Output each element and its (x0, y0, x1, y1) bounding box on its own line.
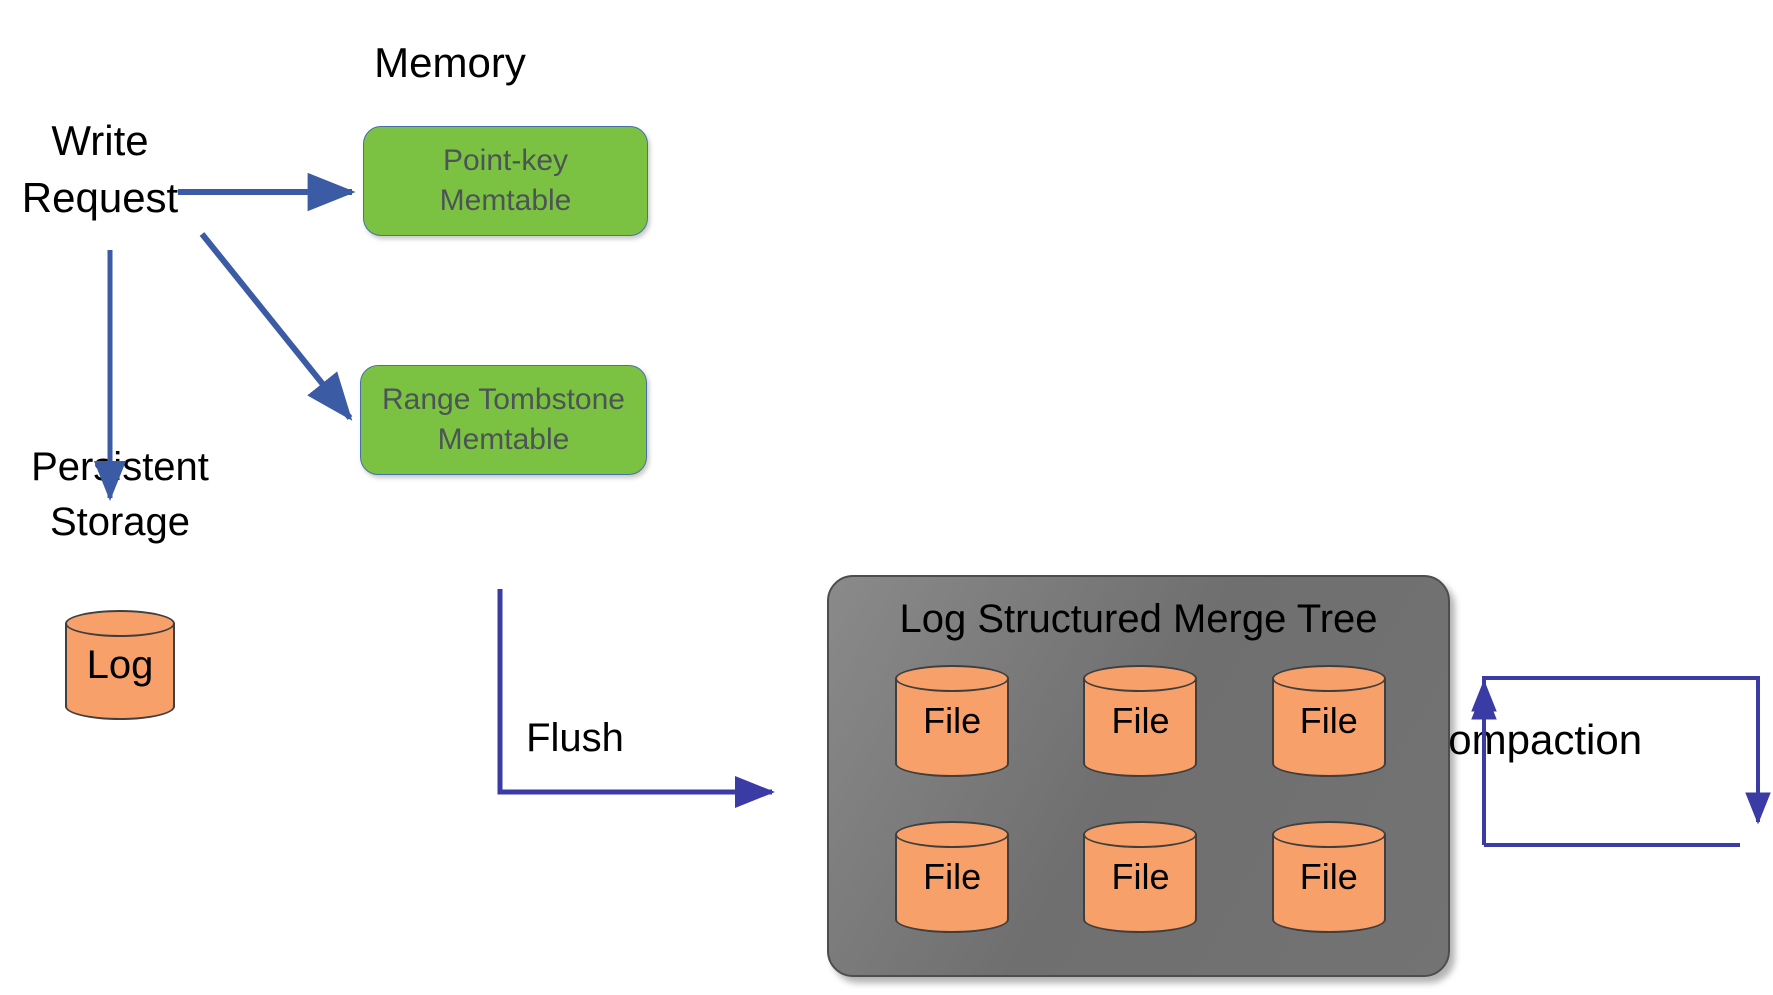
file-cylinder[interactable]: File (1271, 821, 1386, 933)
file-label: File (1299, 856, 1358, 897)
lsm-tree-title: Log Structured Merge Tree (899, 597, 1378, 641)
cylinder-top-ellipse (895, 665, 1010, 692)
flush-label: Flush (526, 716, 624, 760)
cylinder-body (1083, 678, 1198, 764)
memory-label: Memory (374, 39, 526, 86)
lsm-tree-container[interactable]: Log Structured Merge Tree File File File (827, 575, 1450, 977)
log-label: Log (86, 642, 154, 687)
persistent-storage-label: Persistent Storage (31, 445, 209, 545)
cylinder-top-ellipse (1083, 665, 1198, 692)
arrow-write-to-range-tombstone-memtable (199, 232, 353, 421)
file-label: File (923, 856, 982, 897)
cylinder-body (1271, 678, 1386, 764)
cylinder-body (1083, 834, 1198, 920)
compaction-label: Compaction (1417, 716, 1643, 763)
cylinder-top-ellipse (1271, 665, 1386, 692)
write-request-label: Write Request (21, 117, 179, 222)
file-cylinder[interactable]: File (1271, 665, 1386, 777)
cylinder-body (65, 623, 175, 707)
cylinder-top-ellipse (1271, 821, 1386, 848)
file-label: File (1299, 700, 1358, 741)
cylinder-top-ellipse (65, 610, 175, 637)
cylinder-top-ellipse (1083, 821, 1198, 848)
file-cylinder[interactable]: File (1083, 665, 1198, 777)
cylinder-body (895, 834, 1010, 920)
point-key-memtable-box[interactable]: Point-key Memtable (363, 126, 648, 236)
cylinder-body (895, 678, 1010, 764)
lsm-file-grid: File File File File (865, 665, 1416, 955)
file-cylinder[interactable]: File (895, 821, 1010, 933)
file-label: File (923, 700, 982, 741)
file-label: File (1111, 700, 1170, 741)
range-tombstone-memtable-box[interactable]: Range Tombstone Memtable (360, 365, 647, 475)
file-label: File (1111, 856, 1170, 897)
file-cylinder[interactable]: File (1083, 821, 1198, 933)
cylinder-top-ellipse (895, 821, 1010, 848)
file-cylinder[interactable]: File (895, 665, 1010, 777)
compaction-loop-top-rail (1482, 676, 1640, 692)
log-cylinder[interactable]: Log (65, 610, 175, 720)
cylinder-body (1271, 834, 1386, 920)
